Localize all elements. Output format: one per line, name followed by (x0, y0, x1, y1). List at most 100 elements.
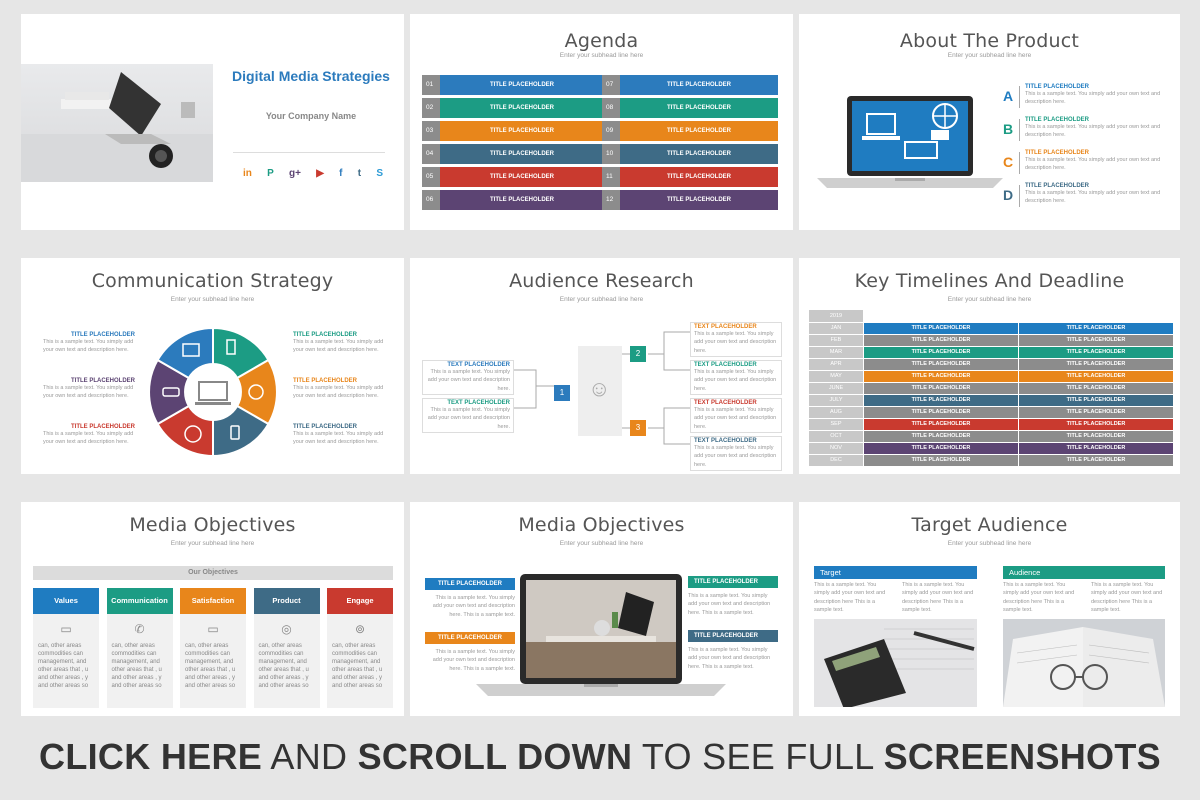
objective-card: Values▭can, other areas commodities can … (33, 588, 99, 708)
desk-photo (21, 64, 213, 182)
audience-item-title: TEXT PLACEHOLDER (694, 400, 757, 406)
objective-card: Engage⊚can, other areas commodities can … (327, 588, 393, 708)
timeline-cell: TITLE PLACEHOLDER (863, 335, 1018, 346)
slide-timelines[interactable]: Key Timelines And Deadline Enter your su… (799, 258, 1180, 474)
timeline-year: 2019 (809, 310, 863, 322)
product-item-text: This is a sample text. You simply add yo… (1025, 124, 1161, 139)
slide-subtitle: Enter your subhead line here (559, 540, 644, 547)
timeline-month: FEB (809, 335, 863, 346)
banner-scroll-down: SCROLL DOWN (357, 736, 633, 777)
timeline-cell: TITLE PLACEHOLDER (863, 455, 1018, 466)
agenda-number: 12 (602, 190, 620, 210)
slide-title: Audience Research (509, 270, 694, 292)
timeline-month: JULY (809, 395, 863, 406)
audience-item-text: This is a sample text. You simply add yo… (427, 407, 510, 430)
audience-item-title: TEXT PLACEHOLDER (694, 362, 757, 368)
slide-media-objectives-2[interactable]: Media Objectives Enter your subhead line… (410, 502, 793, 716)
audience-item-title: TEXT PLACEHOLDER (447, 400, 510, 406)
banner-screenshots: SCREENSHOTS (883, 736, 1161, 777)
book-photo (1003, 619, 1165, 707)
timeline-cell: TITLE PLACEHOLDER (863, 347, 1018, 358)
laptop-photo (476, 572, 726, 707)
comm-item-text: This is a sample text. You simply add yo… (293, 385, 384, 400)
target-text: This is a sample text. You simply add yo… (814, 582, 886, 613)
timeline-cell: TITLE PLACEHOLDER (863, 383, 1018, 394)
slide-title: Media Objectives (129, 514, 296, 536)
linkedin-icon[interactable]: in (243, 168, 252, 179)
slide-media-objectives-1[interactable]: Media Objectives Enter your subhead line… (21, 502, 404, 716)
divider (233, 152, 385, 153)
objective-desc: This is a sample text. You simply add yo… (688, 593, 771, 616)
slide-title[interactable]: Digital Media Strategies Your Company Na… (21, 14, 404, 230)
audience-item-text: This is a sample text. You simply add yo… (694, 369, 777, 392)
objective-label: Communication (106, 588, 173, 614)
target-text: This is a sample text. You simply add yo… (1091, 582, 1163, 613)
timeline-cell: TITLE PLACEHOLDER (1018, 359, 1173, 370)
objective-label: Satisfaction (180, 588, 246, 614)
timeline-cell: TITLE PLACEHOLDER (863, 407, 1018, 418)
comm-item-title: TITLE PLACEHOLDER (71, 378, 135, 384)
timeline-cell: TITLE PLACEHOLDER (1018, 419, 1173, 430)
pinterest-icon[interactable]: P (267, 168, 274, 179)
objective-card: Communication✆can, other areas commoditi… (106, 588, 173, 708)
agenda-label: TITLE PLACEHOLDER (440, 75, 604, 95)
node-1: 1 (554, 385, 570, 401)
laptop-graphic (817, 94, 1003, 199)
agenda-number: 09 (602, 121, 620, 141)
agenda-number: 08 (602, 98, 620, 118)
slide-audience-research[interactable]: Audience Research Enter your subhead lin… (410, 258, 793, 474)
target-text: This is a sample text. You simply add yo… (1003, 582, 1075, 613)
router-icon: ⊚ (354, 622, 366, 636)
slide-target-audience[interactable]: Target Audience Enter your subhead line … (799, 502, 1180, 716)
slide-subtitle: Enter your subhead line here (559, 296, 644, 303)
twitter-icon[interactable]: t (357, 168, 362, 179)
slide-communication[interactable]: Communication Strategy Enter your subhea… (21, 258, 404, 474)
slide-subtitle: Enter your subhead line here (947, 52, 1032, 59)
googleplus-icon[interactable]: g+ (289, 168, 301, 179)
audience-item-title: TEXT PLACEHOLDER (694, 438, 757, 444)
objective-title-tag: TITLE PLACEHOLDER (425, 632, 515, 644)
youtube-icon[interactable]: ▶ (316, 168, 324, 179)
timeline-month: MAY (809, 371, 863, 382)
objective-label: Engage (327, 588, 393, 614)
scroll-down-banner[interactable]: CLICK HERE AND SCROLL DOWN TO SEE FULL S… (0, 736, 1200, 778)
slide-product[interactable]: About The Product Enter your subhead lin… (799, 14, 1180, 230)
product-letter: C (1003, 154, 1014, 170)
facebook-icon[interactable]: f (339, 168, 343, 179)
tv-icon: ▭ (60, 622, 72, 636)
comm-item-text: This is a sample text. You simply add yo… (43, 385, 134, 400)
product-item-title: TITLE PLACEHOLDER (1025, 84, 1089, 90)
objectives-header: Our Objectives (33, 566, 393, 580)
audience-item-text: This is a sample text. You simply add yo… (694, 331, 777, 354)
skype-icon[interactable]: S (376, 168, 383, 179)
timeline-cell: TITLE PLACEHOLDER (1018, 395, 1173, 406)
product-letter: B (1003, 121, 1014, 137)
agenda-label: TITLE PLACEHOLDER (440, 144, 604, 164)
banner-click-here[interactable]: CLICK HERE (39, 736, 263, 777)
slide-title: Agenda (564, 30, 639, 52)
timeline-cell: TITLE PLACEHOLDER (863, 323, 1018, 334)
timeline-month: APR (809, 359, 863, 370)
